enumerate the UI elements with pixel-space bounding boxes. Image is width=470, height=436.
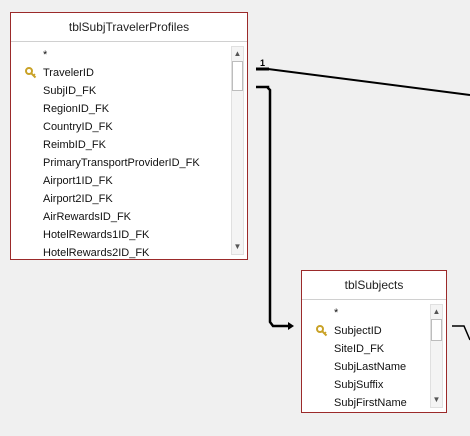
table-title[interactable]: tblSubjects (302, 271, 446, 300)
field-name: SubjectID (334, 325, 382, 337)
vertical-scrollbar[interactable]: ▲ ▼ (430, 304, 443, 408)
field-name: * (334, 307, 339, 319)
field-row[interactable]: * (11, 46, 231, 64)
relationship-line-subject[interactable] (256, 85, 288, 328)
field-row[interactable]: HotelRewards1ID_FK (11, 226, 231, 244)
arrow-up-icon[interactable]: ▲ (233, 49, 242, 58)
arrow-down-icon[interactable]: ▼ (432, 395, 441, 404)
table-subjects[interactable]: tblSubjects * SubjectID SiteID_FK SubjLastN… (301, 270, 447, 413)
field-name: * (43, 49, 48, 61)
field-row[interactable]: AirRewardsID_FK (11, 208, 231, 226)
scroll-thumb[interactable] (232, 61, 243, 91)
vertical-scrollbar[interactable]: ▲ ▼ (231, 46, 244, 255)
relationship-arrow (288, 322, 294, 330)
field-name: Airport1ID_FK (43, 175, 113, 187)
key-icon (25, 67, 37, 79)
field-row[interactable]: HotelRewards2ID_FK (11, 244, 231, 262)
field-name: ReimbID_FK (43, 139, 106, 151)
field-row[interactable]: SubjFirstName (302, 394, 430, 412)
one-side-label: 1 (260, 58, 266, 68)
field-name: AirRewardsID_FK (43, 211, 132, 223)
field-row[interactable]: Airport1ID_FK (11, 172, 231, 190)
arrow-down-icon[interactable]: ▼ (233, 242, 242, 251)
field-row[interactable]: SubjID_FK (11, 82, 231, 100)
field-name: RegionID_FK (43, 103, 110, 115)
field-row[interactable]: RegionID_FK (11, 100, 231, 118)
table-title[interactable]: tblSubjTravelerProfiles (11, 13, 247, 42)
field-row[interactable]: ReimbID_FK (11, 136, 231, 154)
field-name: SubjSuffix (334, 379, 384, 391)
field-row[interactable]: SiteID_FK (302, 340, 430, 358)
field-row[interactable]: * (302, 304, 430, 322)
field-row[interactable]: PrimaryTransportProviderID_FK (11, 154, 231, 172)
field-row[interactable]: Airport2ID_FK (11, 190, 231, 208)
relationship-line-traveler[interactable] (256, 68, 470, 96)
arrow-up-icon[interactable]: ▲ (432, 307, 441, 316)
field-name: SubjID_FK (43, 85, 97, 97)
field-list: * TravelerID SubjID_FK RegionID_FK CountryID… (11, 46, 231, 259)
field-name: SiteID_FK (334, 343, 385, 355)
field-name: TravelerID (43, 67, 94, 79)
field-row[interactable]: SubjectID (302, 322, 430, 340)
field-row[interactable]: CountryID_FK (11, 118, 231, 136)
table-subj-traveler-profiles[interactable]: tblSubjTravelerProfiles * TravelerID SubjI… (10, 12, 248, 260)
key-icon (316, 325, 328, 337)
relationship-line-subjects-right[interactable] (452, 325, 470, 341)
field-name: CountryID_FK (43, 121, 113, 133)
field-row[interactable]: TravelerID (11, 64, 231, 82)
field-name: PrimaryTransportProviderID_FK (43, 157, 200, 169)
field-name: HotelRewards2ID_FK (43, 247, 150, 259)
scroll-thumb[interactable] (431, 319, 442, 341)
field-name: SubjFirstName (334, 397, 407, 409)
field-row[interactable]: SubjLastName (302, 358, 430, 376)
field-name: SubjLastName (334, 361, 407, 373)
field-name: HotelRewards1ID_FK (43, 229, 150, 241)
field-name: Airport2ID_FK (43, 193, 113, 205)
field-row[interactable]: SubjSuffix (302, 376, 430, 394)
